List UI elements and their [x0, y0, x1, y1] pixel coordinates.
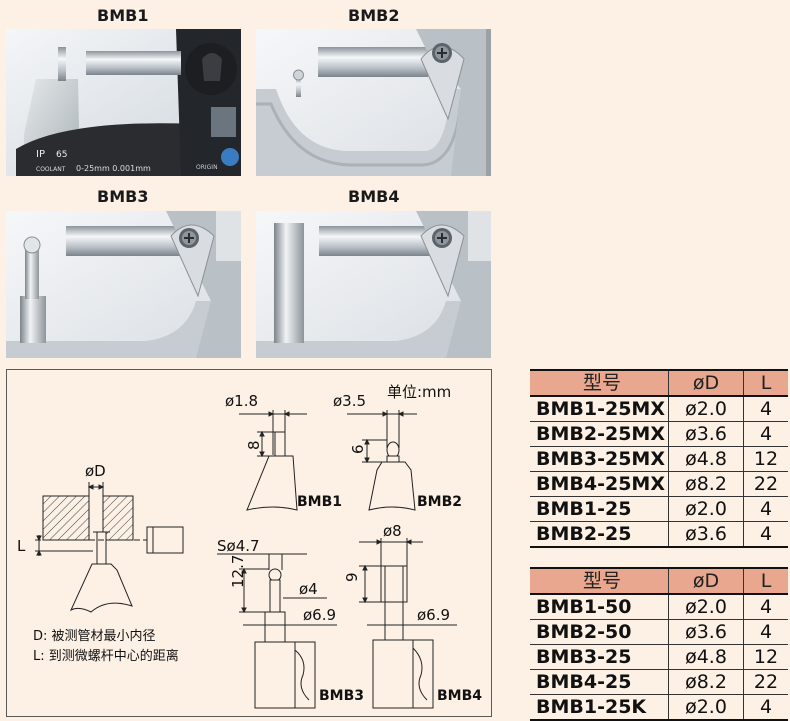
table-cell: BMB1-50 — [530, 594, 669, 620]
dimension-diagram: 单位:mm øD L ø1.8 8 BMB1 ø3.5 6 BMB2 Sø4.7… — [6, 369, 492, 717]
photo-bmb2 — [256, 29, 491, 176]
table-cell: 4 — [743, 619, 788, 645]
bmb1-len-label: 8 — [245, 440, 263, 450]
coolant-text: COOLANT — [36, 166, 66, 173]
table-cell: ø4.8 — [668, 446, 744, 472]
table-cell: 4 — [743, 396, 788, 422]
table-cell: 12 — [743, 644, 788, 670]
photo-label-bmb1: BMB1 — [97, 6, 149, 25]
origin-text: ORIGIN — [196, 164, 218, 171]
table-cell: ø8.2 — [668, 669, 744, 695]
unit-label: 单位:mm — [387, 383, 451, 401]
table-cell: BMB2-25 — [530, 521, 669, 548]
table-cell: ø4.8 — [668, 644, 744, 670]
bmb4-len-label: 9 — [343, 572, 361, 582]
table-cell: BMB4-25MX — [530, 471, 669, 497]
table-cell: ø2.0 — [668, 496, 744, 522]
table-cell: ø3.6 — [668, 421, 744, 447]
table-header-cell: 型号 — [530, 369, 669, 397]
bmb2-dia-label: ø3.5 — [333, 392, 366, 410]
table-header-cell: 型号 — [530, 567, 669, 595]
bmb1-dia-label: ø1.8 — [225, 392, 258, 410]
table-header-cell: L — [743, 369, 788, 397]
table-cell: 4 — [743, 496, 788, 522]
ip-mark: IP — [36, 149, 45, 160]
photo-label-bmb4: BMB4 — [348, 187, 400, 206]
note-d: D: 被测管材最小内径 — [33, 628, 156, 644]
table-cell: 22 — [743, 669, 788, 695]
bmb2-name: BMB2 — [417, 494, 462, 510]
photo-label-bmb2: BMB2 — [348, 6, 400, 25]
bmb4-name: BMB4 — [437, 688, 482, 704]
table-cell: 4 — [743, 521, 788, 548]
table-cell: BMB1-25K — [530, 694, 669, 721]
ip-number: 65 — [56, 150, 67, 160]
bmb3-sphere-label: Sø4.7 — [217, 537, 260, 555]
table-cell: BMB3-25 — [530, 644, 669, 670]
l-label: L — [17, 537, 26, 555]
photo-bmb4 — [256, 211, 491, 358]
table-cell: BMB1-25 — [530, 496, 669, 522]
bmb3-base-label: ø6.9 — [303, 606, 336, 624]
table-cell: ø3.6 — [668, 521, 744, 548]
bmb3-len-label: 12.7 — [229, 555, 247, 588]
photo-label-bmb3: BMB3 — [97, 187, 149, 206]
table-header-cell: øD — [668, 567, 744, 595]
table-header-cell: L — [743, 567, 788, 595]
table-cell: ø2.0 — [668, 694, 744, 721]
table-cell: 4 — [743, 694, 788, 721]
table-cell: BMB4-25 — [530, 669, 669, 695]
bmb2-len-label: 6 — [349, 444, 367, 454]
table-cell: ø2.0 — [668, 396, 744, 422]
table-cell: BMB3-25MX — [530, 446, 669, 472]
table-cell: 22 — [743, 471, 788, 497]
table-cell: BMB2-50 — [530, 619, 669, 645]
od-label: øD — [85, 462, 106, 480]
bmb3-neck-label: ø4 — [299, 580, 318, 598]
table-header-cell: øD — [668, 369, 744, 397]
table-cell: 12 — [743, 446, 788, 472]
photo-bmb3 — [6, 211, 241, 358]
table-cell: ø8.2 — [668, 471, 744, 497]
bmb1-name: BMB1 — [297, 494, 342, 510]
table-cell: 4 — [743, 594, 788, 620]
table-cell: ø3.6 — [668, 619, 744, 645]
bmb3-name: BMB3 — [319, 688, 364, 704]
bmb4-base-label: ø6.9 — [417, 606, 450, 624]
photo-bmb1: IP 65 COOLANT 0-25mm 0.001mm ORIGIN — [6, 29, 241, 176]
note-l: L: 到测微螺杆中心的距离 — [33, 648, 179, 664]
table-cell: BMB1-25MX — [530, 396, 669, 422]
range-text: 0-25mm 0.001mm — [76, 164, 151, 173]
table-cell: ø2.0 — [668, 594, 744, 620]
bmb4-dia-label: ø8 — [383, 522, 402, 540]
table-cell: BMB2-25MX — [530, 421, 669, 447]
table-cell: 4 — [743, 421, 788, 447]
